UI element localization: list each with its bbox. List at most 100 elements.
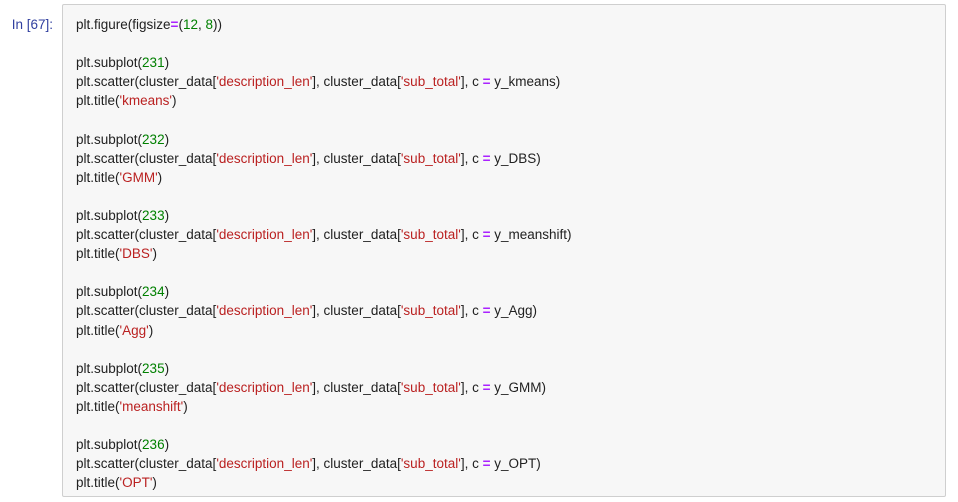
code-token-string: 'description_len' (216, 379, 313, 395)
code-token-number: 231 (142, 55, 165, 71)
code-token-default: plt.scatter(cluster_data[ (76, 227, 217, 243)
code-token-default: ) (183, 398, 188, 414)
code-token-default: plt.scatter(cluster_data[ (76, 150, 217, 166)
code-token-default: plt.scatter(cluster_data[ (76, 379, 217, 395)
code-token-default: ], c (460, 227, 483, 243)
code-line: plt.title('meanshift') (76, 397, 937, 416)
code-token-default: ], c (460, 74, 483, 90)
code-cell: In [67]: plt.figure(figsize=(12, 8)) plt… (0, 4, 958, 498)
code-token-string: 'description_len' (216, 456, 313, 472)
code-token-default: plt.title( (76, 398, 120, 414)
code-token-default: ], cluster_data[ (312, 456, 401, 472)
code-token-operator: = (482, 303, 491, 319)
code-token-default: plt.title( (76, 246, 120, 262)
code-token-default: plt.figure(figsize (76, 17, 171, 32)
code-token-number: 233 (142, 207, 165, 223)
code-token-number: 236 (142, 437, 165, 453)
code-token-string: 'sub_total' (400, 74, 461, 90)
code-token-default: ], c (460, 379, 483, 395)
code-token-default: plt.scatter(cluster_data[ (76, 74, 217, 90)
code-line: plt.subplot(231) (76, 53, 937, 72)
code-token-default: plt.subplot( (76, 55, 143, 71)
code-token-default: ) (157, 169, 163, 185)
code-line (76, 263, 937, 282)
code-token-default: ], c (460, 303, 483, 319)
code-token-default: y_DBS) (490, 150, 541, 166)
code-token-string: 'description_len' (216, 303, 313, 319)
code-token-default: ], cluster_data[ (312, 227, 401, 243)
code-token-string: 'meanshift' (119, 398, 184, 414)
code-line: plt.title('DBS') (76, 244, 937, 263)
code-token-string: 'description_len' (216, 150, 313, 166)
code-token-number: 232 (142, 131, 165, 147)
code-line: plt.subplot(235) (76, 359, 937, 378)
code-token-default: ], cluster_data[ (312, 379, 401, 395)
code-token-default: plt.title( (76, 169, 120, 185)
code-token-default: ], cluster_data[ (312, 74, 401, 90)
code-token-default: ( (178, 17, 183, 32)
code-token-string: 'sub_total' (400, 456, 461, 472)
code-line: plt.scatter(cluster_data['description_le… (76, 149, 937, 168)
input-prompt: In [67]: (11, 17, 53, 32)
code-content: plt.figure(figsize=(12, 8)) plt.subplot(… (76, 15, 937, 492)
code-token-default: ) (152, 475, 157, 491)
code-line: plt.title('OPT') (76, 473, 937, 492)
code-token-default: ) (164, 360, 170, 376)
code-token-string: 'description_len' (216, 227, 313, 243)
code-token-operator: = (482, 74, 491, 90)
code-line: plt.scatter(cluster_data['description_le… (76, 225, 937, 244)
code-token-default: plt.scatter(cluster_data[ (76, 456, 217, 472)
code-token-string: 'description_len' (216, 74, 313, 90)
code-line: plt.title('Agg') (76, 321, 937, 340)
code-line: plt.subplot(234) (76, 282, 937, 301)
code-token-default: )) (213, 17, 222, 32)
code-token-default: plt.subplot( (76, 437, 143, 453)
code-token-string: 'sub_total' (400, 150, 461, 166)
code-token-string: 'Agg' (119, 322, 149, 338)
code-line: plt.scatter(cluster_data['description_le… (76, 301, 937, 320)
code-token-default: ) (164, 284, 170, 300)
code-token-default: ], c (460, 456, 483, 472)
code-line: plt.title('GMM') (76, 168, 937, 187)
code-token-operator: = (170, 17, 179, 32)
code-token-string: 'sub_total' (400, 379, 461, 395)
code-token-operator: = (482, 150, 491, 166)
code-token-string: 'sub_total' (400, 227, 461, 243)
code-token-string: 'sub_total' (400, 303, 461, 319)
code-token-default: ) (152, 246, 157, 262)
code-token-default: ], cluster_data[ (312, 150, 401, 166)
code-token-default: ], cluster_data[ (312, 303, 401, 319)
code-line (76, 187, 937, 206)
code-token-default: plt.title( (76, 322, 120, 338)
code-token-default: plt.title( (76, 93, 120, 109)
code-token-default: ) (164, 207, 170, 223)
code-token-default: ) (164, 437, 170, 453)
code-token-operator: = (482, 456, 491, 472)
code-token-default: y_kmeans) (490, 74, 561, 90)
code-token-default: y_OPT) (490, 456, 541, 472)
code-token-default: y_Agg) (490, 303, 537, 319)
code-token-number: 12 (182, 17, 198, 32)
code-token-default: y_GMM) (490, 379, 546, 395)
code-token-string: 'OPT' (119, 475, 153, 491)
code-editor[interactable]: plt.figure(figsize=(12, 8)) plt.subplot(… (62, 4, 946, 498)
code-token-default: ) (148, 322, 154, 338)
code-line (76, 34, 937, 53)
code-token-default: ) (164, 131, 170, 147)
code-line: plt.subplot(232) (76, 130, 937, 149)
code-token-default: ], c (460, 150, 483, 166)
code-line (76, 416, 937, 435)
code-token-default: plt.subplot( (76, 131, 143, 147)
code-line: plt.figure(figsize=(12, 8)) (76, 15, 937, 34)
code-line (76, 340, 937, 359)
code-token-default: y_meanshift) (490, 227, 572, 243)
code-token-number: 234 (142, 284, 165, 300)
code-line: plt.scatter(cluster_data['description_le… (76, 454, 937, 473)
code-token-default: plt.scatter(cluster_data[ (76, 303, 217, 319)
code-line: plt.title('kmeans') (76, 91, 937, 110)
code-token-string: 'GMM' (119, 169, 158, 185)
code-token-operator: = (482, 227, 491, 243)
code-line: plt.scatter(cluster_data['description_le… (76, 72, 937, 91)
code-token-default: plt.subplot( (76, 207, 143, 223)
